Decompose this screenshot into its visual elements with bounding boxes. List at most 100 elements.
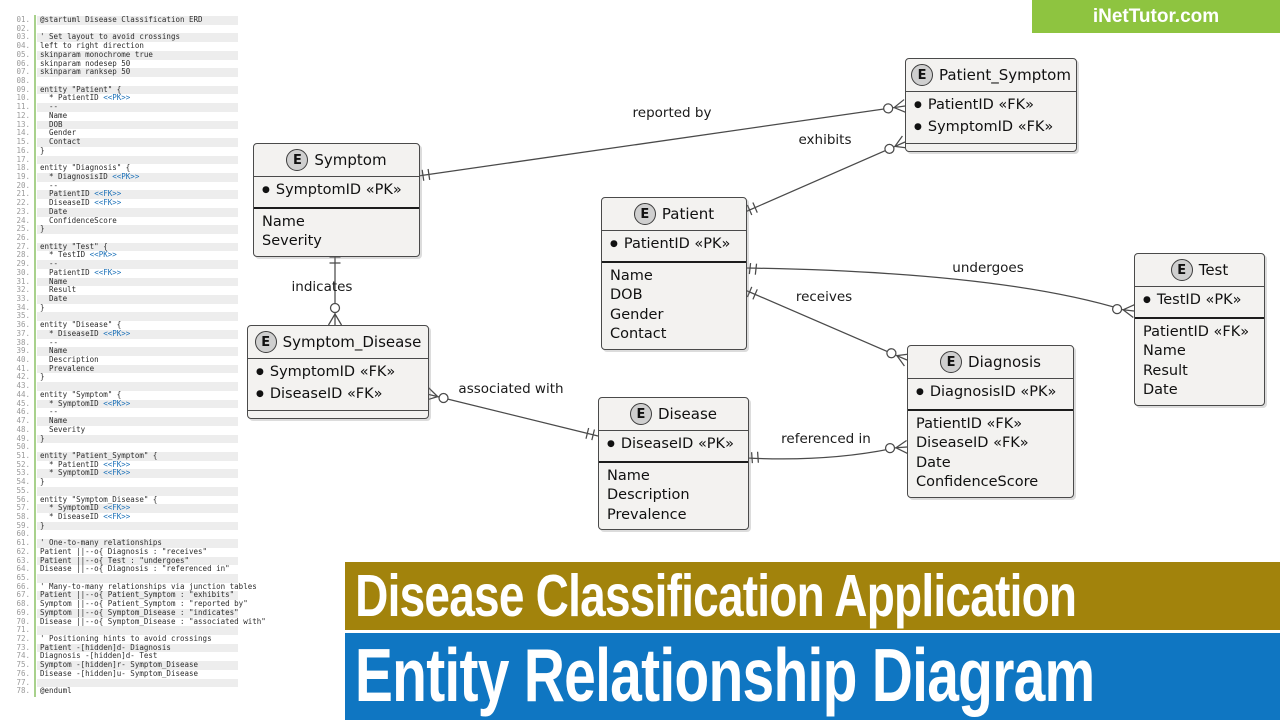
code-text: * SymptomID <<PK>> (40, 398, 131, 408)
code-text (30, 77, 40, 86)
line-number: 23. (16, 206, 30, 216)
code-line: 07.skinparam ranksep 50 (0, 67, 260, 78)
code-line: 16.} (0, 145, 260, 156)
code-line: 41. Prevalence (0, 364, 260, 374)
code-line: 53. * SymptomID <<FK>> (0, 469, 260, 479)
code-line: 30. PatientID <<FK>> (0, 268, 260, 278)
entity-key-row: ●PatientID «FK» (914, 96, 1068, 118)
entity-attr-row: Result (1143, 362, 1188, 379)
code-line: 38. -- (0, 338, 260, 348)
code-line: 35. (0, 312, 260, 322)
line-number: 54. (16, 477, 30, 487)
bullet-icon: ● (914, 100, 922, 110)
banner-app-title-text: Disease Classification Application (355, 563, 1077, 629)
line-number: 09. (16, 84, 30, 94)
line-number: 74. (16, 651, 30, 661)
entity-key-row: ●DiseaseID «PK» (607, 435, 740, 457)
line-number: 20. (16, 180, 30, 190)
line-number: 70. (16, 616, 30, 626)
line-number: 60. (16, 529, 30, 539)
entity-name: Diagnosis (968, 353, 1041, 371)
bullet-icon: ● (610, 239, 618, 249)
line-number: 06. (16, 58, 30, 68)
line-number: 67. (16, 590, 30, 600)
code-text: Patient ||--o{ Test : "undergoes" (40, 555, 190, 565)
code-text: Description (40, 355, 99, 365)
code-text: Name (40, 110, 68, 120)
code-line: 25.} (0, 224, 260, 234)
code-text: skinparam nodesep 50 (40, 58, 131, 68)
line-number: 17. (16, 154, 30, 164)
code-line: 71. (0, 626, 260, 636)
code-line: 52. * PatientID <<FK>> (0, 459, 260, 470)
code-text: ' Many-to-many relationships via junctio… (40, 581, 257, 591)
code-line: 73.Patient -[hidden]d- Diagnosis (0, 643, 260, 653)
code-line: 64.Disease ||--o{ Diagnosis : "reference… (0, 564, 260, 574)
crow-foot-prong (896, 355, 908, 361)
code-line: 39. Name (0, 346, 260, 357)
entity-attr-row: Date (1143, 382, 1178, 398)
entity-attr-row: Name (607, 467, 650, 484)
code-line: 15. Contact (0, 137, 260, 147)
code-text: * TestID <<PK>> (40, 250, 117, 260)
line-number: 04. (16, 41, 30, 51)
code-text: Patient ||--o{ Patient_Symptom : "exhibi… (40, 590, 235, 600)
code-text: * PatientID <<FK>> (40, 459, 131, 469)
entity-key-row: ●PatientID «PK» (610, 235, 738, 257)
relationship-label: exhibits (798, 132, 852, 148)
line-number: 12. (16, 110, 30, 120)
line-number: 76. (16, 668, 30, 678)
code-text: -- (40, 259, 59, 269)
edge-line-referenced-in (746, 447, 897, 460)
code-text: entity "Patient_Symptom" { (40, 450, 158, 460)
code-line: 09.entity "Patient" { (0, 84, 260, 95)
banner-diagram-title-text: Entity Relationship Diagram (354, 633, 1095, 717)
code-line: 11. -- (0, 102, 260, 112)
cardinality-one-tick (591, 429, 596, 441)
code-line: 60. (0, 530, 260, 539)
line-number: 14. (16, 128, 30, 138)
code-text: ' Set layout to avoid crossings (40, 32, 180, 42)
code-line: 02. (0, 24, 260, 34)
line-number: 24. (16, 215, 30, 225)
entity-attr-row: Name (262, 213, 305, 230)
code-line: 46. -- (0, 407, 260, 417)
code-text: left to right direction (40, 41, 144, 51)
code-text (30, 626, 40, 635)
entity-key-section: ●TestID «PK» (1135, 287, 1264, 319)
entity-key-section: ●SymptomID «PK» (254, 177, 419, 209)
cardinality-one-tick (754, 263, 758, 275)
code-text: Name (40, 416, 68, 426)
entity-name: Symptom_Disease (282, 333, 422, 351)
code-text: Name (40, 346, 68, 356)
entity-icon: E (630, 403, 652, 425)
line-number: 59. (16, 520, 30, 530)
line-number: 52. (16, 459, 30, 469)
line-number: 16. (16, 145, 30, 155)
code-text: Disease ||--o{ Symptom_Disease : "associ… (40, 616, 266, 626)
line-number: 69. (16, 607, 30, 617)
entity-key-row: ●SymptomID «FK» (914, 118, 1068, 140)
code-text: * SymptomID <<FK>> (40, 503, 131, 513)
cardinality-one-tick (752, 289, 758, 300)
relationship-label: associated with (458, 381, 564, 397)
line-number: 58. (16, 511, 30, 521)
code-line: 66.' Many-to-many relationships via junc… (0, 581, 260, 592)
bullet-icon: ● (256, 388, 264, 399)
code-text: Contact (40, 137, 81, 147)
line-number: 64. (16, 564, 30, 574)
crow-foot-prong (327, 313, 336, 326)
code-text: * PatientID <<PK>> (40, 93, 131, 103)
code-text: } (40, 372, 45, 382)
brand-badge: iNetTutor.com (1032, 0, 1280, 33)
code-line: 17. (0, 154, 260, 165)
crow-foot-prong (895, 447, 908, 455)
